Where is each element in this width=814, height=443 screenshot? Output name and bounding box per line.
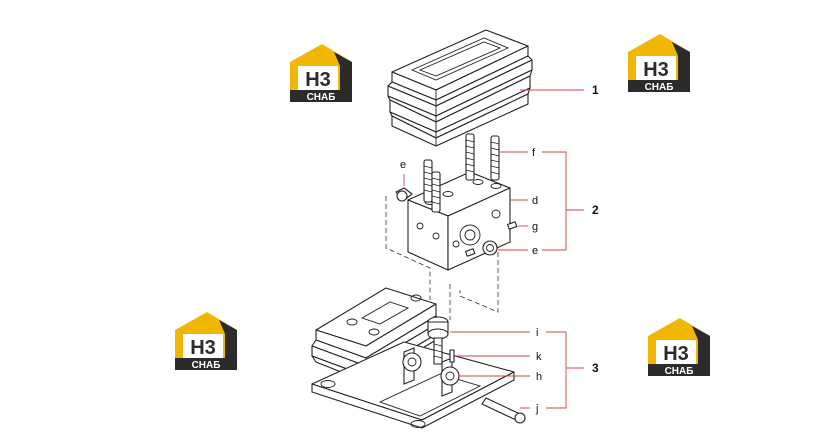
logo-main-text: H3	[305, 69, 331, 91]
leader-lines	[403, 89, 584, 409]
spring-f-2	[490, 135, 500, 181]
logo-sub-text: СНАБ	[307, 92, 336, 103]
label-part-1: 1	[592, 83, 599, 97]
label-part-3: 3	[592, 361, 599, 375]
plug-e-left	[395, 187, 413, 202]
part-2-valve-block	[385, 133, 518, 313]
pin-k	[449, 349, 455, 363]
spring-f-3	[423, 159, 433, 203]
label-e-left: e	[400, 159, 406, 171]
spring-f-4	[431, 171, 441, 213]
plug-e-right	[482, 240, 498, 256]
label-e-right: e	[532, 245, 538, 257]
logo-top-left: H3 СНАБ	[290, 44, 352, 103]
label-h: h	[536, 371, 542, 383]
logo-bottom-right: H3 СНАБ	[648, 318, 710, 377]
set-screw-g-2	[465, 248, 476, 257]
label-d: d	[532, 195, 538, 207]
part-1-bellows-boot	[387, 29, 533, 147]
logo-sub-text: СНАБ	[645, 82, 674, 93]
bolt-i	[427, 316, 449, 365]
bracket-h	[402, 347, 460, 397]
set-screw-g-1	[507, 221, 518, 230]
label-k: k	[536, 351, 542, 363]
logo-bottom-left: H3 СНАБ	[175, 312, 237, 371]
label-g: g	[532, 221, 538, 233]
pin-j	[481, 397, 526, 424]
logo-sub-text: СНАБ	[665, 366, 694, 377]
logo-main-text: H3	[643, 59, 669, 81]
label-j: j	[535, 403, 538, 415]
label-i: i	[536, 327, 538, 339]
logo-main-text: H3	[663, 343, 689, 365]
part-3-base-assembly	[311, 284, 526, 429]
label-f: f	[532, 147, 536, 159]
logo-top-right: H3 СНАБ	[628, 34, 690, 93]
logo-sub-text: СНАБ	[192, 360, 221, 371]
label-part-2: 2	[592, 203, 599, 217]
logo-main-text: H3	[190, 337, 216, 359]
spring-f-1	[465, 133, 475, 181]
